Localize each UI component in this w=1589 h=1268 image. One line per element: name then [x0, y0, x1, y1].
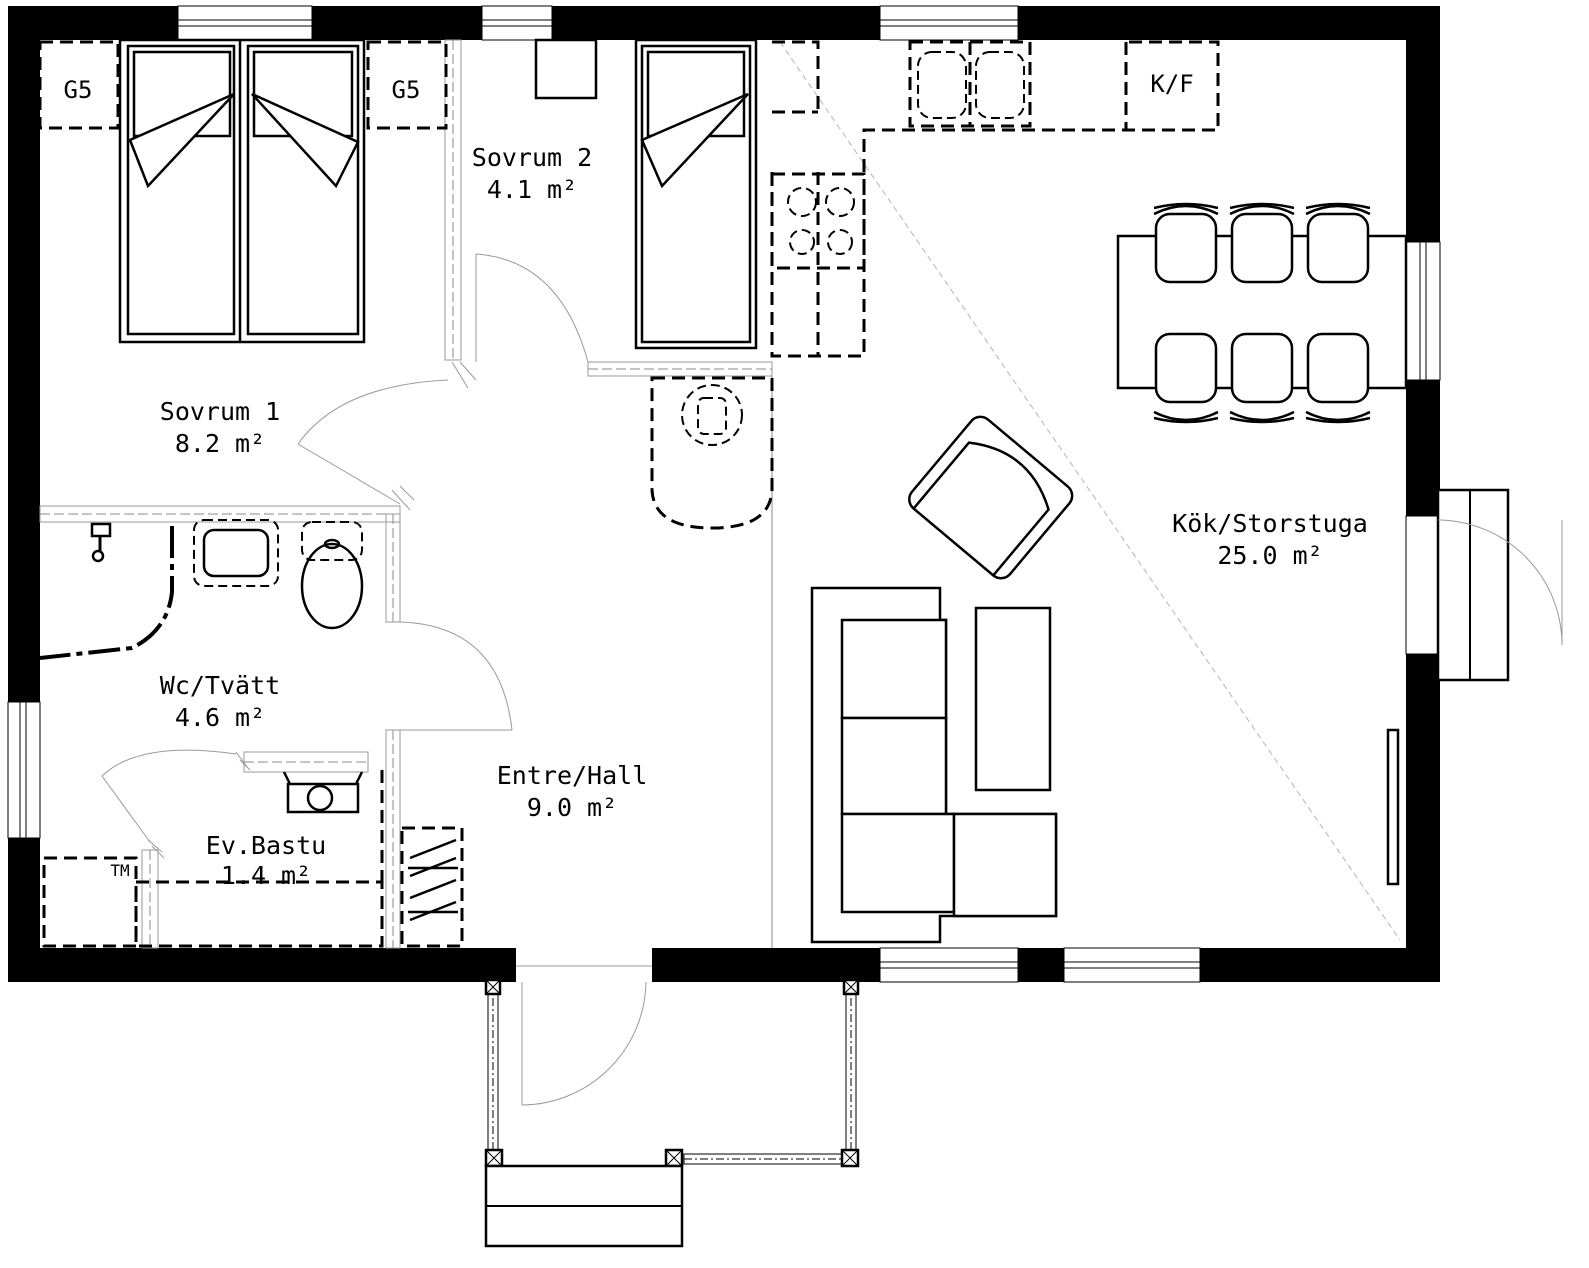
window-left — [7, 701, 41, 839]
kitchen-counter — [770, 40, 1220, 358]
single-bed — [634, 38, 758, 350]
room-wc-name: Wc/Tvätt — [160, 671, 280, 700]
toilet — [300, 521, 364, 630]
wardrobe-g5-left: G5 — [38, 40, 120, 130]
window-top-1 — [177, 5, 313, 41]
window-right — [1405, 241, 1441, 381]
shower-screen — [39, 526, 174, 660]
porch — [484, 965, 860, 1248]
room-bastu-area: 1.4 m² — [221, 861, 311, 890]
sink-basins — [917, 51, 1025, 119]
room-wc-area: 4.6 m² — [175, 703, 265, 732]
dining-chair — [1153, 202, 1219, 284]
exterior-walls — [8, 6, 1440, 982]
dining-chair — [1305, 202, 1371, 284]
room-kok-name: Kök/Storstuga — [1172, 509, 1368, 538]
tv-unit — [1386, 728, 1400, 886]
dining-chair — [1229, 202, 1295, 284]
room-sovrum2-name: Sovrum 2 — [472, 143, 592, 172]
double-bed — [118, 38, 366, 344]
side-door — [1405, 488, 1563, 682]
window-top-2 — [481, 5, 553, 41]
window-bottom-1 — [879, 947, 1019, 983]
wardrobe-g5-right-label: G5 — [392, 76, 421, 104]
interior-partitions — [39, 39, 773, 949]
dining-chairs — [1153, 202, 1371, 424]
post-markers — [484, 978, 860, 1168]
room-kok-area: 25.0 m² — [1217, 541, 1322, 570]
corner-sofa — [810, 586, 1058, 944]
window-top-3 — [879, 5, 1019, 41]
tm-unit: TM — [42, 856, 138, 948]
room-bastu-name: Ev.Bastu — [206, 831, 326, 860]
shoe-rack — [400, 826, 464, 948]
room-labels: Sovrum 1 8.2 m² Sovrum 2 4.1 m² Wc/Tvätt… — [160, 143, 1368, 890]
armchair — [908, 415, 1074, 580]
dining-chair — [1153, 332, 1219, 424]
dining-chair — [1229, 332, 1295, 424]
shower-faucet — [90, 522, 112, 563]
room-hall-area: 9.0 m² — [527, 793, 617, 822]
diagonal-guide — [779, 41, 1401, 941]
fridge-kf-label: K/F — [1150, 70, 1193, 98]
wood-stove — [650, 376, 774, 530]
sauna-heater — [282, 771, 364, 814]
washbasin — [193, 519, 279, 587]
door-swings — [101, 253, 589, 843]
coffee-table — [974, 606, 1052, 792]
room-sovrum2-area: 4.1 m² — [487, 175, 577, 204]
room-sovrum1-name: Sovrum 1 — [160, 397, 280, 426]
stove-burners — [787, 187, 855, 255]
room-sovrum1-area: 8.2 m² — [175, 429, 265, 458]
wardrobe-g5-left-label: G5 — [64, 76, 93, 104]
dining-chair — [1305, 332, 1371, 424]
chimney-block — [534, 38, 598, 100]
wardrobe-g5-right: G5 — [366, 40, 448, 130]
room-hall-name: Entre/Hall — [497, 761, 648, 790]
window-bottom-2 — [1063, 947, 1201, 983]
fridge-kf: K/F — [1150, 70, 1193, 98]
tm-label: TM — [110, 861, 129, 880]
